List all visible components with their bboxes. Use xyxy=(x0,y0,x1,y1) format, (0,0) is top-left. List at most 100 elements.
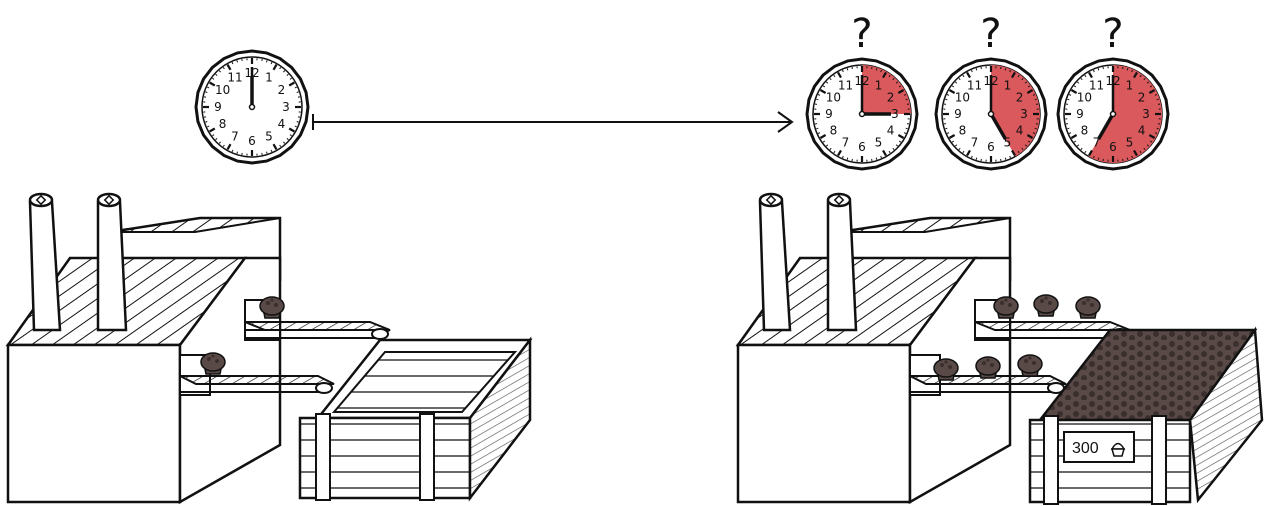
clock-tick xyxy=(205,92,207,93)
clock-number: 2 xyxy=(278,83,286,97)
option-clock-1: 121234567891011? xyxy=(807,11,917,169)
clock-number: 4 xyxy=(1016,124,1024,138)
clock-number: 3 xyxy=(1020,107,1028,121)
question-mark: ? xyxy=(980,11,1001,57)
clock-tick xyxy=(1005,68,1006,70)
option-clock-2: 121234567891011? xyxy=(936,11,1046,169)
clock-center xyxy=(1111,112,1116,117)
clock-number: 11 xyxy=(967,78,982,92)
clock-tick xyxy=(876,68,877,70)
clock-center xyxy=(250,105,255,110)
clock-tick xyxy=(237,60,238,62)
crate-empty xyxy=(300,340,530,500)
clock-tick xyxy=(1035,128,1037,129)
muffin xyxy=(1018,355,1042,376)
clock-tick xyxy=(1035,99,1037,100)
start-clock: 121234567891011 xyxy=(196,51,308,163)
muffin-icon xyxy=(1112,444,1124,457)
chimney xyxy=(828,194,856,330)
clock-tick xyxy=(267,60,268,62)
muffin xyxy=(1076,297,1100,318)
clock-number: 10 xyxy=(826,91,841,105)
clock-number: 3 xyxy=(282,100,290,114)
clock-tick xyxy=(205,122,207,123)
clock-tick xyxy=(976,68,977,70)
clock-number: 10 xyxy=(215,83,230,97)
clock-number: 6 xyxy=(987,140,995,154)
clock-number: 4 xyxy=(1138,124,1146,138)
clock-tick xyxy=(297,92,299,93)
clock-number: 3 xyxy=(891,107,899,121)
clock-number: 9 xyxy=(1076,107,1084,121)
clock-number: 4 xyxy=(887,124,895,138)
timeline-arrow xyxy=(313,112,792,132)
clock-number: 7 xyxy=(971,136,979,150)
clock-number: 11 xyxy=(1089,78,1104,92)
clock-center xyxy=(860,112,865,117)
muffin xyxy=(1034,295,1058,316)
clock-tick xyxy=(945,128,947,129)
option-clock-3: 121234567891011? xyxy=(1058,11,1168,169)
clock-number: 5 xyxy=(1126,136,1134,150)
clock-number: 7 xyxy=(842,136,850,150)
clock-number: 8 xyxy=(219,117,227,131)
clock-number: 9 xyxy=(825,107,833,121)
clock-number: 5 xyxy=(265,129,273,143)
chimney xyxy=(98,194,126,330)
clock-center xyxy=(989,112,994,117)
clock-tick xyxy=(1098,158,1099,160)
clock-number: 8 xyxy=(1081,124,1089,138)
clock-tick xyxy=(1127,68,1128,70)
elapsed-time-wedge xyxy=(862,65,911,114)
clock-number: 1 xyxy=(875,78,883,92)
chimney xyxy=(30,194,60,330)
clock-number: 6 xyxy=(858,140,866,154)
clock-number: 3 xyxy=(1142,107,1150,121)
clock-number: 5 xyxy=(875,136,883,150)
clock-number: 6 xyxy=(248,134,256,148)
clock-number: 4 xyxy=(278,117,286,131)
clock-number: 1 xyxy=(265,71,273,85)
clock-number: 10 xyxy=(955,91,970,105)
clock-tick xyxy=(847,68,848,70)
clock-tick xyxy=(297,122,299,123)
clock-number: 7 xyxy=(231,129,239,143)
question-mark: ? xyxy=(851,11,872,57)
clock-tick xyxy=(1005,158,1006,160)
clock-number: 11 xyxy=(838,78,853,92)
clock-number: 11 xyxy=(227,71,242,85)
clock-tick xyxy=(1067,128,1069,129)
clock-tick xyxy=(1157,128,1159,129)
crate-count-label: 300 xyxy=(1064,432,1134,462)
clock-number: 1 xyxy=(1126,78,1134,92)
clock-tick xyxy=(1157,99,1159,100)
crate-count-text: 300 xyxy=(1072,440,1099,457)
clock-tick xyxy=(945,99,947,100)
clock-tick xyxy=(1127,158,1128,160)
clock-number: 2 xyxy=(1016,91,1024,105)
clocks: 121234567891011121234567891011?121234567… xyxy=(196,11,1168,169)
clock-number: 8 xyxy=(830,124,838,138)
clock-number: 1 xyxy=(1004,78,1012,92)
chimney xyxy=(760,194,790,330)
clock-tick xyxy=(847,158,848,160)
clock-tick xyxy=(906,99,908,100)
clock-tick xyxy=(876,158,877,160)
clock-number: 2 xyxy=(1138,91,1146,105)
clock-number: 2 xyxy=(887,91,895,105)
clock-tick xyxy=(1067,99,1069,100)
question-mark: ? xyxy=(1102,11,1123,57)
clock-number: 10 xyxy=(1077,91,1092,105)
clock-tick xyxy=(816,99,818,100)
clock-number: 9 xyxy=(214,100,222,114)
clock-number: 8 xyxy=(959,124,967,138)
clock-number: 6 xyxy=(1109,140,1117,154)
clock-tick xyxy=(816,128,818,129)
clock-number: 9 xyxy=(954,107,962,121)
clock-tick xyxy=(906,128,908,129)
clock-tick xyxy=(976,158,977,160)
crate-full: 300 xyxy=(1030,330,1262,504)
clock-tick xyxy=(267,152,268,154)
clock-tick xyxy=(1098,68,1099,70)
